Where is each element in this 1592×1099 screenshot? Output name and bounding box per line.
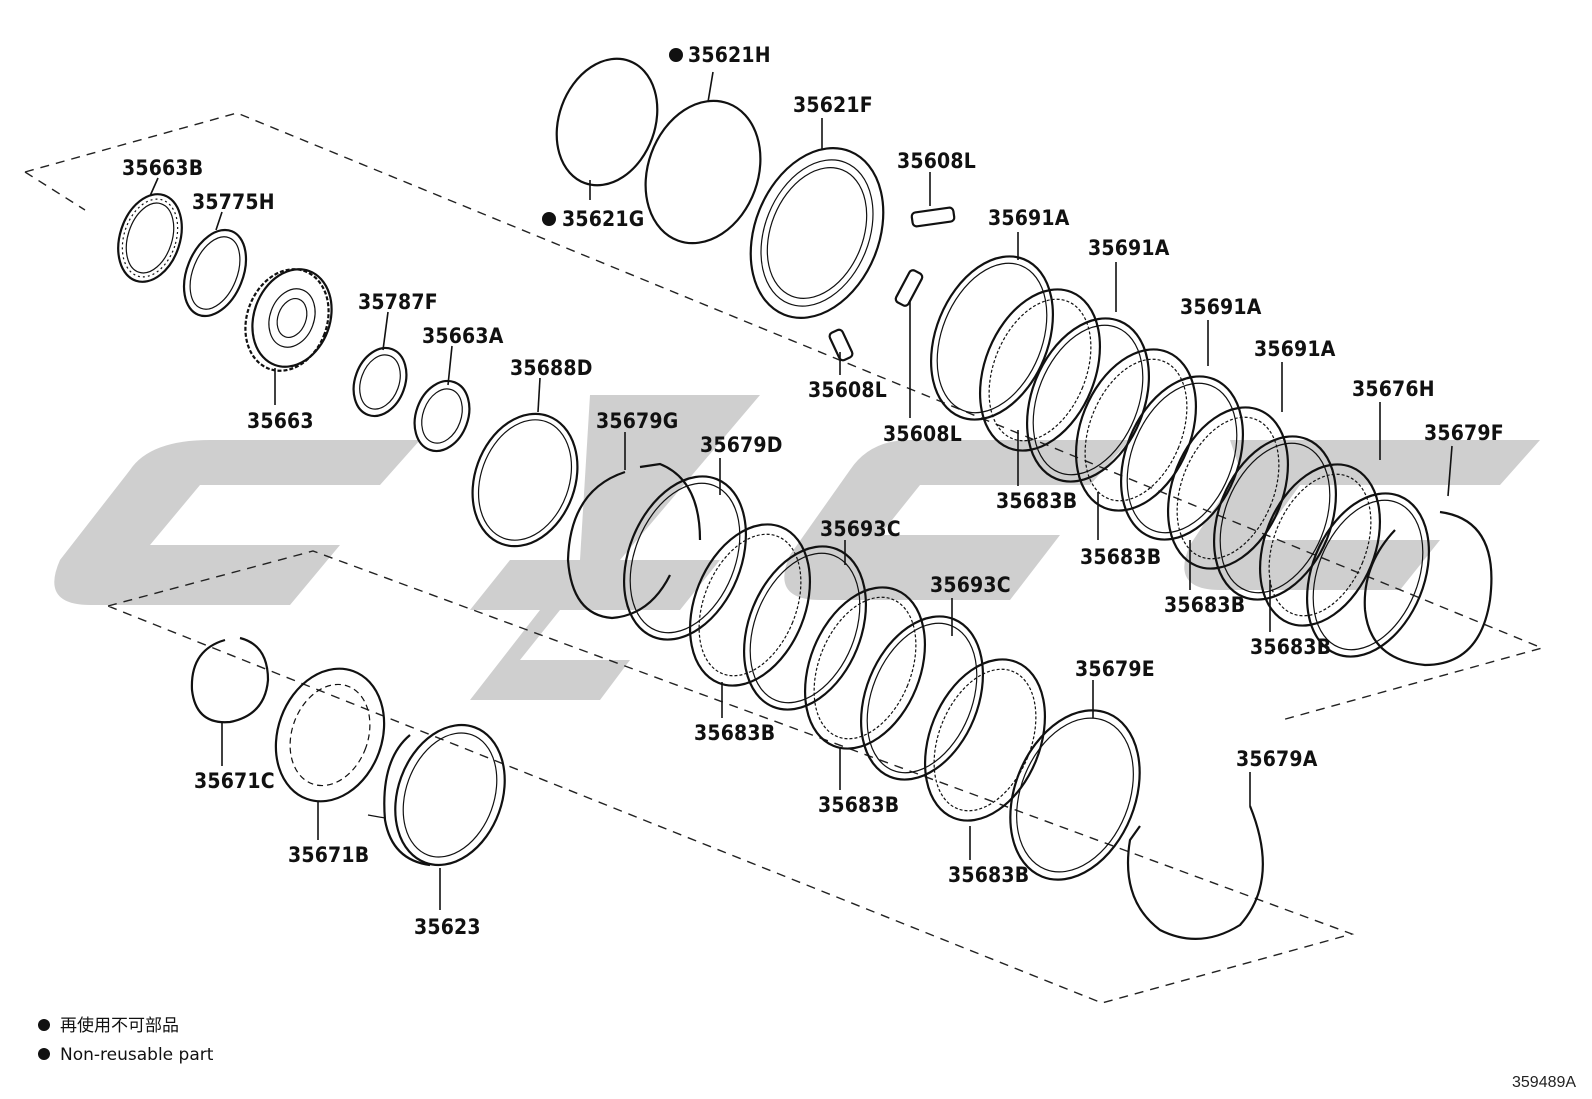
label-35663: 35663	[247, 409, 314, 433]
label-35775H: 35775H	[192, 190, 275, 214]
label-35683B-1: 35683B	[996, 489, 1077, 513]
label-35683B-7: 35683B	[948, 863, 1029, 887]
clutch-pack-middle	[566, 462, 1264, 940]
label-35621H: 35621H	[688, 43, 771, 67]
label-35787F: 35787F	[358, 290, 438, 314]
assembly-outlines	[24, 112, 1545, 1004]
label-35663A: 35663A	[422, 324, 504, 348]
label-35688D: 35688D	[510, 356, 593, 380]
label-35691A-2: 35691A	[1088, 236, 1170, 260]
label-35683B-3: 35683B	[1164, 593, 1245, 617]
part-35608L-spring-c	[828, 328, 854, 362]
label-35693C-1: 35693C	[820, 517, 901, 541]
label-35693C-2: 35693C	[930, 573, 1011, 597]
non-reusable-dot-35621G	[542, 212, 556, 226]
legend: 再使用不可部品 Non-reusable part	[38, 1015, 214, 1065]
part-35608L-spring-a	[910, 206, 956, 228]
label-35671B: 35671B	[288, 843, 369, 867]
part-35663A-bearing	[413, 379, 471, 453]
label-35683B-6: 35683B	[818, 793, 899, 817]
legend-dot-1	[38, 1019, 50, 1031]
label-35691A-1: 35691A	[988, 206, 1070, 230]
label-35679F: 35679F	[1424, 421, 1504, 445]
label-35683B-5: 35683B	[694, 721, 775, 745]
non-reusable-dot-35621H	[669, 48, 683, 62]
part-35621G-o-ring	[555, 57, 659, 187]
label-35683B-4: 35683B	[1250, 635, 1331, 659]
part-35621F-piston	[749, 147, 885, 319]
label-35608L-top: 35608L	[897, 149, 976, 173]
diagram-code: 359489A	[1512, 1074, 1576, 1091]
watermark-logo	[54, 395, 1540, 700]
label-35608L-mid: 35608L	[808, 378, 887, 402]
label-35691A-4: 35691A	[1254, 337, 1336, 361]
label-35679A: 35679A	[1236, 747, 1318, 771]
part-35623-drum	[367, 723, 506, 867]
clutch-pack-upper	[929, 255, 1493, 667]
part-35787F-ring	[352, 346, 408, 418]
leader-lines	[149, 71, 1453, 910]
label-35663B: 35663B	[122, 156, 203, 180]
label-35671C: 35671C	[194, 769, 275, 793]
label-35691A-3: 35691A	[1180, 295, 1262, 319]
label-35679E: 35679E	[1075, 657, 1155, 681]
label-35676H: 35676H	[1352, 377, 1435, 401]
part-35671B-plate	[274, 667, 386, 803]
label-35608L-right: 35608L	[883, 422, 962, 446]
part-35621H-o-ring	[644, 99, 762, 245]
label-35679D: 35679D	[700, 433, 783, 457]
part-35775H-ring	[182, 228, 248, 318]
label-35621F: 35621F	[793, 93, 873, 117]
label-35679G: 35679G	[596, 409, 678, 433]
legend-dot-2	[38, 1048, 50, 1060]
part-35608L-spring-b	[894, 269, 924, 307]
part-labels: 35663B 35775H 35663 35787F 35663A 35688D…	[122, 43, 1504, 939]
label-35683B-2: 35683B	[1080, 545, 1161, 569]
legend-label-japanese: 再使用不可部品	[60, 1015, 179, 1036]
part-35663B-bearing	[117, 193, 183, 283]
part-35688D-ring	[471, 412, 579, 548]
part-35663-sun-gear	[244, 268, 333, 372]
legend-label-english: Non-reusable part	[60, 1045, 214, 1065]
label-35623: 35623	[414, 915, 481, 939]
label-35621G: 35621G	[562, 207, 644, 231]
part-35671C-snap-ring	[190, 636, 270, 724]
